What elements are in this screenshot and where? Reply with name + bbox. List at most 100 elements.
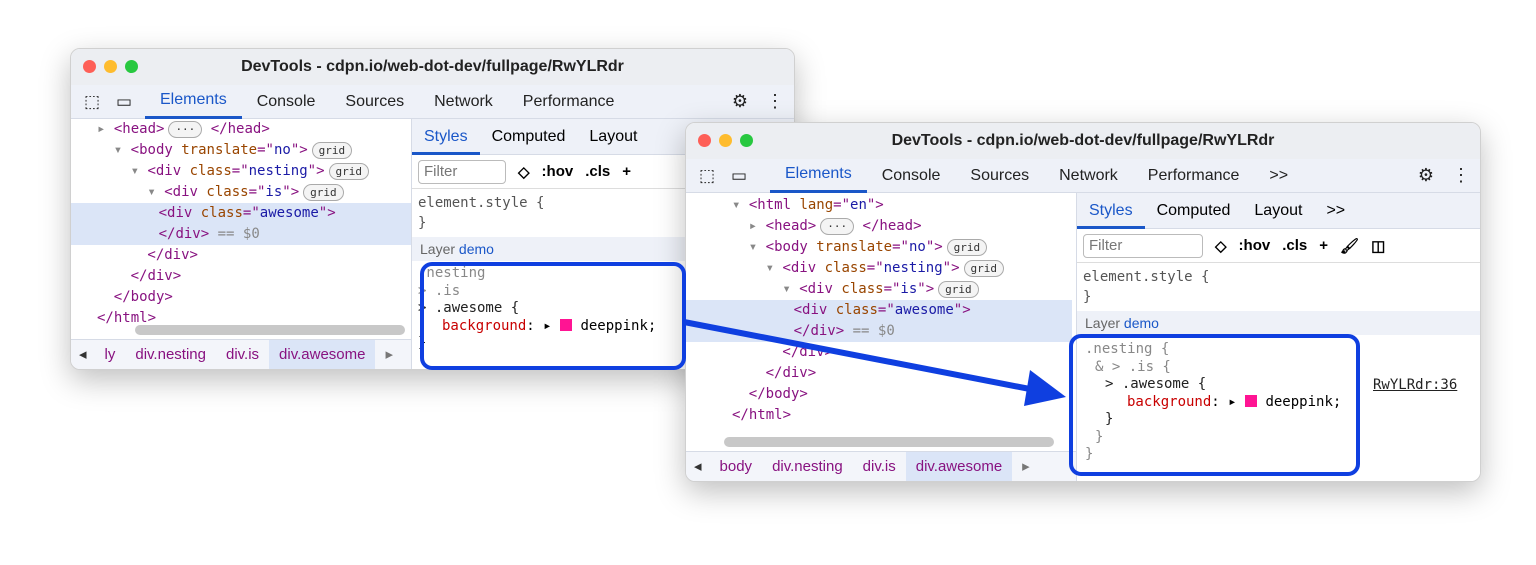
toolbar: ⬚ ▭ Elements Console Sources Network Perform… (71, 85, 794, 119)
device-toggle-icon[interactable]: ▭ (730, 165, 748, 185)
tab-performance[interactable]: Performance (522, 92, 615, 110)
hov-button[interactable]: :hov (541, 163, 574, 180)
dom-node[interactable]: <div class="awesome"> (71, 203, 437, 224)
style-tab-layout[interactable]: Layout (589, 127, 638, 145)
dom-node[interactable]: ▾ <div class="is">grid (97, 182, 437, 203)
property-name[interactable]: background (442, 317, 527, 334)
layers-icon[interactable]: ◇ (518, 163, 530, 181)
cls-button[interactable]: .cls (585, 163, 611, 180)
breadcrumb-item[interactable]: div.awesome (905, 451, 1013, 481)
dom-node[interactable]: ▾ <div class="nesting">grid (97, 161, 437, 182)
dom-node[interactable]: </div> (97, 266, 437, 287)
style-tab-styles[interactable]: Styles (1077, 193, 1145, 229)
node-token: translate (181, 142, 258, 158)
inspect-icon[interactable]: ⬚ (83, 91, 101, 111)
dom-node[interactable]: ▾ <div class="nesting">grid (732, 258, 1072, 279)
tab-sources[interactable]: Sources (345, 92, 405, 110)
inspect-icon[interactable]: ⬚ (698, 165, 716, 185)
color-swatch[interactable] (1245, 394, 1258, 407)
breadcrumb-item[interactable]: div.nesting (772, 457, 843, 475)
node-token: <div (164, 184, 207, 200)
style-tab-more[interactable]: >> (1326, 201, 1346, 219)
dom-node[interactable]: ▾ <html lang="en"> (732, 195, 1072, 216)
gear-icon[interactable]: ⚙ (731, 91, 748, 111)
expand-icon[interactable]: ▸ (543, 317, 561, 334)
property-value[interactable]: deeppink; (572, 317, 657, 334)
dom-node[interactable]: </div> == $0 (686, 321, 1072, 342)
hov-button[interactable]: :hov (1238, 237, 1271, 254)
breadcrumb-item[interactable]: div.is (862, 457, 896, 475)
tab-[interactable]: >> (1269, 166, 1289, 184)
dom-node[interactable]: </body> (732, 384, 1072, 405)
style-tab-styles[interactable]: Styles (412, 119, 480, 155)
style-tab-computed[interactable]: Computed (1156, 201, 1231, 219)
tab-elements[interactable]: Elements (145, 85, 242, 119)
dom-node[interactable]: <div class="awesome"> (686, 300, 1072, 321)
property-name[interactable]: background (1127, 393, 1212, 410)
scroll-left-icon[interactable]: ◂ (694, 457, 702, 475)
tab-console[interactable]: Console (881, 166, 941, 184)
tab-sources[interactable]: Sources (970, 166, 1030, 184)
close-button[interactable] (83, 60, 96, 73)
layer-name-link[interactable]: demo (458, 241, 494, 257)
scroll-left-icon[interactable]: ◂ (79, 345, 87, 363)
tab-network[interactable]: Network (1059, 166, 1118, 184)
filter-input[interactable]: Filter (1083, 233, 1203, 258)
dom-node[interactable]: </body> (97, 287, 437, 308)
gear-icon[interactable]: ⚙ (1417, 165, 1434, 185)
color-swatch[interactable] (560, 318, 573, 331)
selector-line: } (1095, 428, 1104, 445)
dom-node[interactable]: ▾ <div class="is">grid (732, 279, 1072, 300)
node-token: class (824, 260, 867, 276)
toggle-sidebar-icon[interactable]: ◫ (1371, 237, 1386, 255)
dom-node[interactable]: </div> (97, 245, 437, 266)
scroll-right-icon[interactable]: ▸ (1022, 457, 1030, 475)
node-token: "> (942, 260, 960, 276)
paint-brush-icon[interactable]: 🖌 (1340, 237, 1360, 255)
tab-network[interactable]: Network (434, 92, 493, 110)
style-tab-computed[interactable]: Computed (491, 127, 566, 145)
horizontal-scrollbar[interactable] (724, 437, 1054, 447)
maximize-button[interactable] (740, 134, 753, 147)
breadcrumb-item[interactable]: div.nesting (135, 345, 206, 363)
node-token: =" (866, 260, 884, 276)
tab-elements[interactable]: Elements (770, 159, 867, 193)
add-rule-icon[interactable]: + (622, 163, 632, 180)
horizontal-scrollbar[interactable] (135, 325, 405, 335)
css-declaration: background: ▸ deeppink; (1127, 393, 1342, 410)
add-rule-icon[interactable]: + (1319, 237, 1329, 254)
property-value[interactable]: deeppink; (1257, 393, 1342, 410)
minimize-button[interactable] (104, 60, 117, 73)
node-token: </div> (793, 323, 845, 339)
filter-input[interactable]: Filter (418, 159, 506, 184)
minimize-button[interactable] (719, 134, 732, 147)
maximize-button[interactable] (125, 60, 138, 73)
breadcrumb-item[interactable]: body (719, 457, 753, 475)
node-token: "> (953, 302, 971, 318)
breadcrumb-item[interactable]: div.awesome (269, 339, 376, 369)
more-menu-icon[interactable]: ⋮ (766, 91, 784, 111)
dom-node[interactable]: </div> (732, 363, 1072, 384)
breadcrumb-item[interactable]: ly (104, 345, 116, 363)
tab-console[interactable]: Console (256, 92, 316, 110)
expand-icon[interactable]: ▸ (1228, 393, 1246, 410)
breadcrumb-item[interactable]: div.is (225, 345, 260, 363)
dom-node[interactable]: ▾ <body translate="no">grid (732, 237, 1072, 258)
tab-performance[interactable]: Performance (1147, 166, 1240, 184)
cls-button[interactable]: .cls (1282, 237, 1308, 254)
dom-node[interactable]: </html> (732, 405, 1072, 426)
dom-node[interactable]: ▾ <body translate="no">grid (97, 140, 437, 161)
layer-name-link[interactable]: demo (1123, 315, 1159, 331)
node-token: lang (799, 197, 834, 213)
close-button[interactable] (698, 134, 711, 147)
style-tab-layout[interactable]: Layout (1254, 201, 1303, 219)
dom-node[interactable]: ▸ <head>··· </head> (97, 119, 437, 140)
dom-node[interactable]: </div> == $0 (71, 224, 437, 245)
more-menu-icon[interactable]: ⋮ (1452, 165, 1470, 185)
layers-icon[interactable]: ◇ (1215, 237, 1227, 255)
device-toggle-icon[interactable]: ▭ (115, 91, 133, 111)
dom-node[interactable]: ▸ <head>··· </head> (732, 216, 1072, 237)
source-link[interactable]: RwYLRdr:36 (1373, 377, 1458, 393)
scroll-right-icon[interactable]: ▸ (385, 345, 394, 363)
dom-node[interactable]: </html> (97, 308, 437, 329)
